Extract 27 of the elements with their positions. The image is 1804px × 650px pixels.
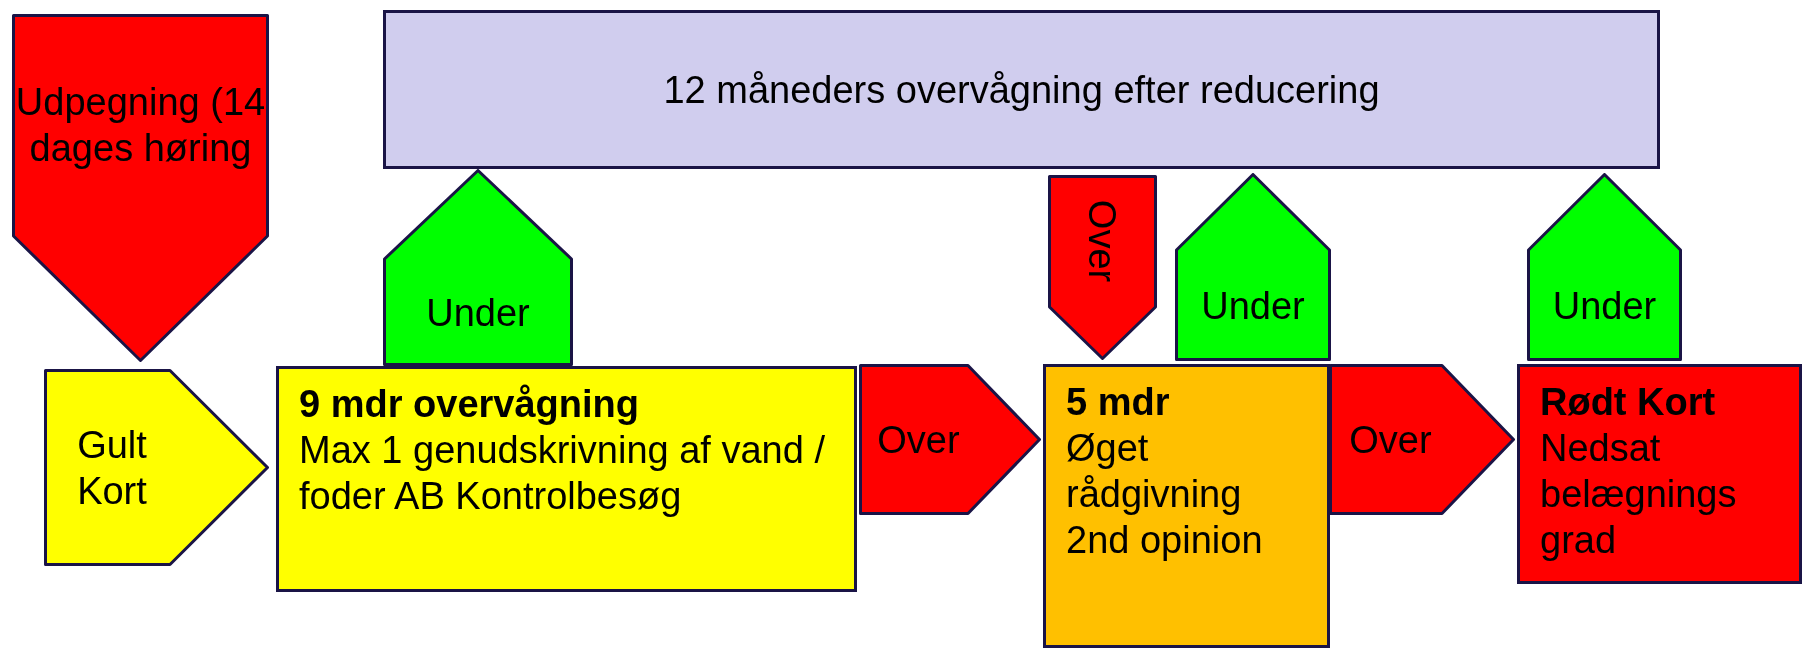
- arrow-label: Under: [1201, 283, 1305, 329]
- up-arrow-shape: [1175, 173, 1331, 361]
- down-arrow-shape: [12, 14, 269, 362]
- right-arrow-shape: [859, 364, 1041, 515]
- arrow-label: Under: [426, 290, 530, 336]
- stage-heading: 5 mdr: [1066, 380, 1170, 425]
- stage-heading: 9 mdr overvågning: [299, 382, 639, 427]
- right-arrow-shape: [1329, 364, 1515, 515]
- banner-label: 12 måneders overvågning efter reducering: [663, 67, 1380, 113]
- up-arrow-shape: [383, 169, 573, 366]
- right-arrow-shape: [44, 369, 269, 566]
- stage-box: [1517, 364, 1802, 584]
- down-arrow-shape: [1048, 175, 1157, 360]
- up-arrow-shape: [1527, 173, 1682, 361]
- arrow-label: Under: [1552, 283, 1657, 329]
- arrow-label: Over: [1080, 199, 1125, 283]
- arrow-label: Over: [1349, 417, 1432, 463]
- stage-heading: Rødt Kort: [1540, 380, 1716, 425]
- stage-box: [276, 366, 857, 592]
- stage-description: Max 1 genudskrivning af vand / foder AB Kontrolbesøg: [299, 428, 826, 519]
- arrow-label: Over: [877, 417, 960, 463]
- banner-box: [383, 10, 1660, 169]
- stage-description: Øget rådgivning 2nd opinion: [1066, 426, 1264, 563]
- arrow-label: Udpegning (14 dages høring: [14, 80, 267, 171]
- stage-description: Nedsat belægnings grad: [1540, 426, 1738, 563]
- arrow-label: Gult Kort: [76, 422, 148, 514]
- stage-box: [1043, 364, 1330, 648]
